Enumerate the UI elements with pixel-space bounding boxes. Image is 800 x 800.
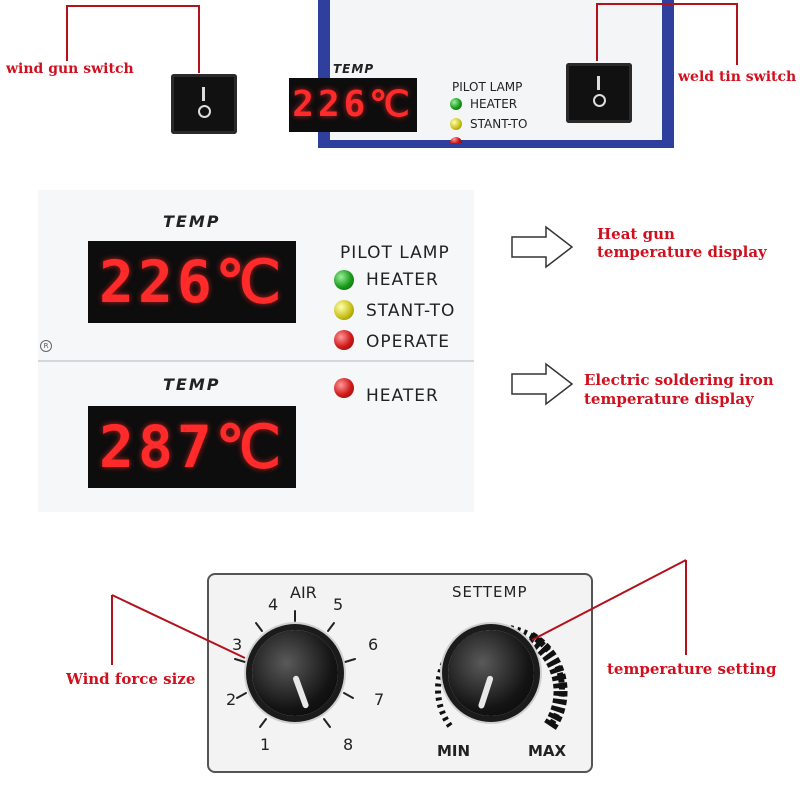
top-temp-display: 226℃ [289,78,417,132]
air-scale-5: 5 [333,595,344,614]
on-symbol-icon [202,87,205,101]
top-pilot-lamp-title: PILOT LAMP [452,80,523,94]
knob-leader-lines [111,559,687,665]
top-temp-label: TEMP [333,62,375,76]
operate-lamp-label: OPERATE [366,332,450,352]
weld-tin-leader-v2 [736,3,738,65]
wind-gun-leader-v1 [66,5,68,61]
weld-tin-leader-v1 [596,3,598,61]
soldering-iron-temp-display: 287℃ [88,406,296,488]
settemp-scale-arc [435,624,568,730]
wind-gun-leader-v2 [198,5,200,73]
top-heater-lamp-icon [450,98,462,110]
lower-temp-label: TEMP [163,375,221,394]
air-knob[interactable] [252,630,338,716]
panel-divider [38,360,474,362]
top-operate-lamp-icon [450,137,462,143]
lower-heater-lamp-label: HEATER [366,386,439,406]
operate-lamp-icon [334,330,354,350]
soldering-iron-callout-line2: temperature display [584,390,754,408]
registered-mark-letter: R [43,342,49,350]
top-stant-to-label: STANT-TO [470,117,528,131]
stant-to-lamp-icon [334,300,354,320]
air-scale-2: 2 [226,690,237,709]
top-stant-to-lamp-icon [450,118,462,130]
min-label: MIN [437,742,471,760]
heater-lamp-label: HEATER [366,270,439,290]
wind-gun-rocker-switch[interactable] [171,74,237,134]
soldering-iron-arrow-icon [511,362,574,406]
weld-tin-rocker-switch[interactable] [566,63,632,123]
air-scale-3: 3 [232,635,243,654]
upper-pilot-lamp-title: PILOT LAMP [340,243,450,263]
air-scale-1: 1 [260,735,271,754]
off-symbol-icon [593,94,606,107]
heat-gun-callout-line1: Heat gun [597,225,675,243]
air-dial-ticks [234,610,356,728]
air-label: AIR [290,583,317,602]
wind-gun-switch-callout: wind gun switch [6,61,134,77]
wind-force-callout: Wind force size [66,670,196,688]
off-symbol-icon [198,105,211,118]
air-scale-7: 7 [374,690,385,709]
settemp-knob[interactable] [448,630,534,716]
upper-temp-label: TEMP [163,212,221,231]
settemp-label: SETTEMP [452,583,528,601]
wind-gun-leader-h [66,5,200,7]
registered-mark: R [40,340,52,352]
weld-tin-switch-callout: weld tin switch [678,69,797,85]
stant-to-lamp-label: STANT-TO [366,301,456,321]
lower-heater-lamp-icon [334,378,354,398]
heat-gun-arrow-icon [511,225,574,269]
on-symbol-icon [597,76,600,90]
air-scale-6: 6 [368,635,379,654]
temp-setting-callout: temperature setting [607,660,777,678]
air-scale-8: 8 [343,735,354,754]
air-scale-4: 4 [268,595,279,614]
heat-gun-callout-line2: temperature display [597,243,767,261]
max-label: MAX [528,742,567,760]
soldering-iron-callout-line1: Electric soldering iron [584,371,774,389]
heater-lamp-icon [334,270,354,290]
weld-tin-leader-h [596,3,738,5]
heat-gun-temp-display: 226℃ [88,241,296,323]
top-heater-label: HEATER [470,97,518,111]
